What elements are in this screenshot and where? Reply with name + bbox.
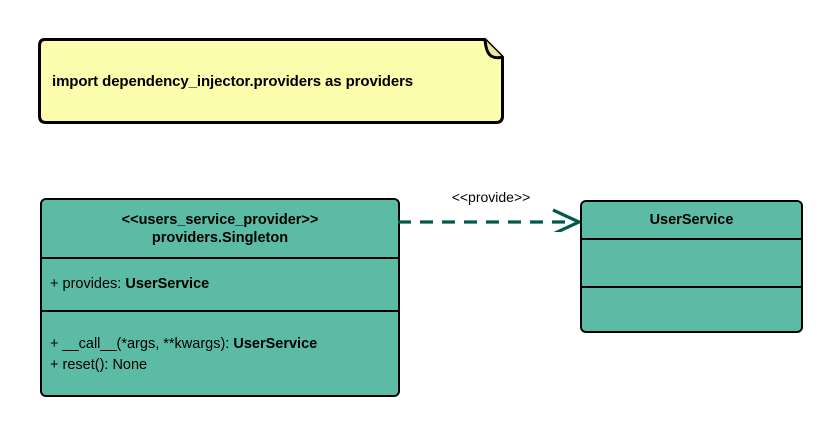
connector-provide[interactable]: [398, 186, 584, 232]
method-row: + reset(): None: [50, 355, 398, 376]
class-name-user-service: UserService: [649, 212, 734, 228]
method-return-type: UserService: [233, 336, 318, 352]
method-visibility: +: [50, 336, 59, 352]
class-box-users-service-provider[interactable]: <<users_service_provider>> providers.Sin…: [40, 198, 400, 397]
method-visibility: +: [50, 357, 59, 373]
method-row: + __call__(*args, **kwargs): UserService: [50, 334, 398, 355]
class-stereotype-users-service-provider: <<users_service_provider>>: [121, 211, 319, 228]
attribute-type: UserService: [125, 276, 210, 292]
attribute-visibility: +: [50, 276, 59, 292]
class-header-users-service-provider: <<users_service_provider>> providers.Sin…: [42, 200, 398, 257]
class-header-user-service: UserService: [582, 202, 801, 238]
method-return-type: None: [112, 357, 148, 373]
import-note-text: import dependency_injector.providers as …: [52, 72, 414, 90]
class-attributes-user-service: [582, 238, 801, 286]
connector-label-provide: <<provide>>: [451, 189, 531, 205]
class-methods-user-service: [582, 286, 801, 330]
class-name-users-service-provider: providers.Singleton: [151, 229, 289, 246]
note-shape: [38, 38, 504, 124]
method-signature: __call__(*args, **kwargs):: [62, 336, 230, 352]
attribute-name: provides:: [62, 276, 122, 292]
connector-arrowhead: [552, 208, 583, 232]
class-methods-users-service-provider: + __call__(*args, **kwargs): UserService…: [42, 310, 398, 394]
class-attributes-users-service-provider: + provides: UserService: [42, 257, 398, 310]
attribute-row: + provides: UserService: [50, 274, 209, 295]
method-signature: reset():: [62, 357, 109, 373]
import-note[interactable]: import dependency_injector.providers as …: [38, 38, 504, 124]
class-box-user-service[interactable]: UserService: [580, 200, 803, 333]
